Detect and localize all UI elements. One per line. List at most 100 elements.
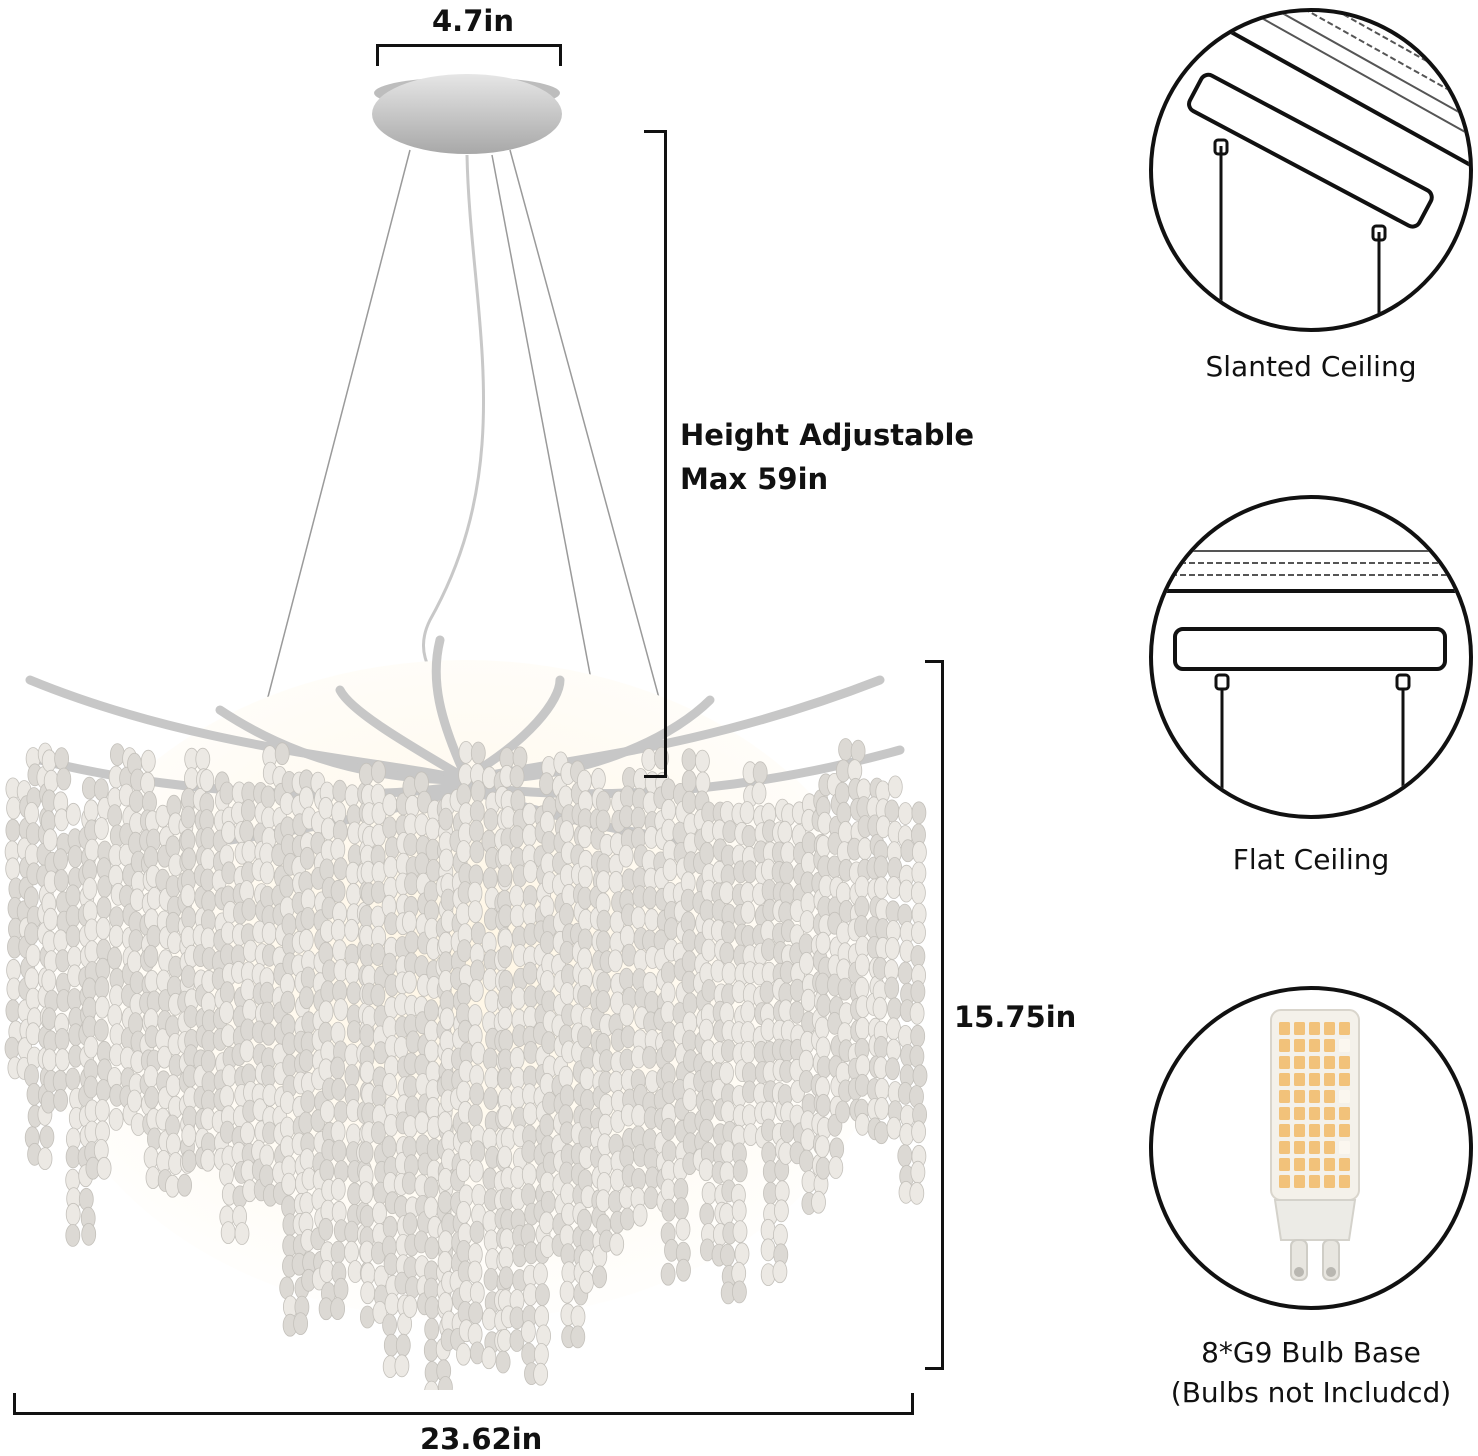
crystal-drop [698,1018,714,1042]
led-chip [1279,1090,1290,1103]
crystal-drop [84,838,100,862]
crystal-drop [467,1260,483,1284]
crystal-drop [298,928,314,952]
crystal-drop [144,1086,160,1109]
crystal-drop [241,898,257,921]
crystal-drop [539,810,555,834]
branch [460,675,565,783]
crystal-drop [577,825,593,849]
crystal-drop [482,867,498,890]
crystal-drop [128,789,144,813]
crystal-drop [497,844,513,868]
crystal-drop [598,1113,613,1137]
crystal-drop [559,982,575,1005]
led-chip [1294,1175,1305,1188]
crystal-drop [94,976,110,999]
crystal-drop [81,1222,97,1246]
crystal-drop [739,801,755,824]
crystal-drop [437,1190,453,1214]
crystal-drop [509,1046,525,1070]
led-chip [1309,1022,1320,1035]
crystal-drop [143,944,159,968]
crystal-drop [240,978,256,1002]
crystal-drop [359,1205,375,1228]
crystal-drop [82,877,98,900]
crystal-drop [279,1091,295,1114]
crystal-drop [425,1096,441,1120]
crystal-drop [598,1093,614,1117]
crystal-drop [82,977,97,1001]
crystal-drop [483,1268,499,1291]
crystal-drop [456,939,472,962]
crystal-drop [65,1202,81,1226]
crystal-drop [912,1064,928,1088]
crystal-drop [579,1067,595,1091]
crystal-drop [423,1176,439,1200]
led-chip [1279,1141,1290,1154]
body-height-tick-top [925,660,944,663]
crystal-drop [577,1025,592,1049]
crystal-drop [632,1203,648,1227]
crystal-drop [370,760,386,784]
crystal-drop [643,1186,659,1210]
crystal-drop [885,937,900,960]
crystal-drop [180,884,196,907]
bulb-base-label: 8*G9 Bulb Base [1201,1336,1421,1369]
crystal-drop [468,1301,484,1325]
crystal-drop [241,840,257,863]
crystal-drop [299,1192,315,1215]
crystal-drop [195,747,211,771]
crystal-drop [145,1166,161,1189]
crystal-drop [358,1141,374,1164]
crystal-drop [299,986,314,1010]
crystal-drop [873,876,889,900]
crystal-drop [346,981,362,1005]
crystal-drop [43,907,58,931]
crystal-drop [468,979,484,1002]
crystal-drop [331,1139,347,1163]
crystal-drop [180,805,196,829]
crystal-drop [695,749,710,773]
crystal-drop [510,789,526,813]
crystal-drop [497,945,513,969]
crystal-drop [579,1270,594,1294]
led-chip [1294,1158,1305,1171]
crystal-drop [344,1064,360,1087]
crystal-drop [471,1184,487,1207]
crystal-drop [834,781,850,805]
crystal-drop [911,1120,926,1144]
crystal-drop [83,1035,99,1059]
crystal-drop [682,1029,697,1053]
crystal-drop [165,1132,181,1156]
crystal-drop [742,1104,757,1127]
crystal-drop [661,1140,677,1163]
crystal-drop [760,1218,776,1242]
crystal-drop [521,1183,536,1207]
crystal-drop [641,748,657,771]
crystal-drop [838,738,853,761]
crystal-drop [279,1276,295,1300]
crystal-drop [94,995,110,1019]
crystal-drop [299,1148,315,1171]
crystal-drop [800,1128,816,1152]
crystal-drop [595,809,611,833]
crystal-drop [95,917,111,940]
crystal-drop [539,895,555,919]
crystal-drop [382,1016,398,1039]
crystal-drop [534,1305,549,1328]
crystal-drop [577,1208,592,1232]
crystal-drop [799,951,814,975]
crystal-drop [346,882,361,906]
crystal-drop [300,907,316,930]
crystal-drop [200,827,216,850]
crystal-drop [497,864,513,888]
crystal-drop [540,1190,556,1214]
crystal-drop [681,748,697,771]
crystal-drop [897,1144,913,1168]
crystal-drop [108,924,124,948]
crystal-drop [382,1073,398,1096]
led-chip [1324,1039,1335,1052]
crystal-drop [83,799,99,823]
crystal-drop [662,858,678,882]
crystal-strand [82,776,113,1180]
